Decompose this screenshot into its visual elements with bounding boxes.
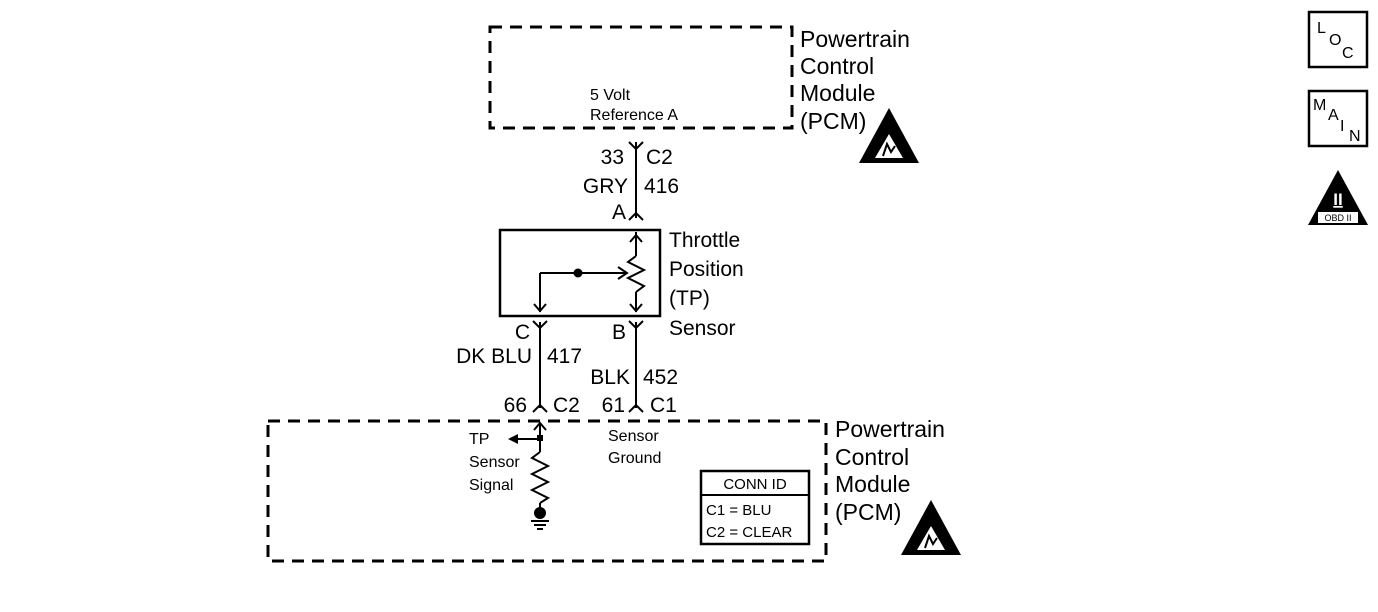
- pcm-bottom-ground-line-2: Ground: [608, 450, 661, 467]
- top-wire-circuit: 416: [644, 175, 679, 198]
- signal-wire-pcm-pin: 66: [504, 394, 527, 417]
- top-wire-pin: 33: [601, 146, 624, 169]
- ground-wire-sensor-pin: B: [612, 321, 626, 344]
- pcm-bottom-title-line-3: Module: [835, 471, 910, 497]
- obd-ii-icon[interactable]: II OBD II: [1308, 170, 1368, 225]
- pcm-top-signal-line-2: Reference A: [590, 107, 678, 124]
- pcm-top-title-line-1: Powertrain: [800, 26, 910, 52]
- esd-warning-icon: [859, 108, 919, 163]
- signal-wire-sensor-pin: C: [515, 321, 530, 344]
- pcm-top-title-line-4: (PCM): [800, 108, 866, 134]
- pcm-bottom-ground-line-1: Sensor: [608, 428, 659, 445]
- pcm-bottom-signal-line-1: TP: [469, 431, 489, 448]
- esd-warning-icon: [901, 500, 961, 555]
- pcm-bottom-title-line-1: Powertrain: [835, 416, 945, 442]
- ground-wire-circuit: 452: [643, 366, 678, 389]
- ground-wire-color: BLK: [590, 366, 630, 389]
- main-letter-a: A: [1328, 107, 1339, 124]
- main-letter-i: I: [1340, 118, 1344, 135]
- pcm-top-title-line-2: Control: [800, 53, 874, 79]
- tp-sensor-body: [498, 228, 662, 318]
- main-menu-icon[interactable]: M A I N: [1307, 89, 1369, 148]
- main-letter-n: N: [1349, 128, 1361, 145]
- pcm-bottom-signal-line-3: Signal: [469, 477, 513, 494]
- pcm-top-title-line-3: Module: [800, 80, 875, 106]
- location-view-icon[interactable]: L O C: [1307, 10, 1369, 69]
- conn-id-row-1: C1 = BLU: [706, 502, 771, 519]
- signal-wire-color: DK BLU: [456, 345, 532, 368]
- signal-wire-connector: C2: [553, 394, 580, 417]
- ground-wire-pcm-pin: 61: [602, 394, 625, 417]
- pull-down-resistor-circuit: [508, 421, 551, 530]
- tp-sensor-title-line-2: Position: [669, 258, 744, 281]
- conn-id-header: CONN ID: [723, 476, 787, 493]
- loc-letter-o: O: [1329, 32, 1341, 49]
- pcm-top-boundary: [488, 25, 794, 130]
- wire-416-gry: 33 C2 GRY 416 A: [583, 141, 679, 224]
- potentiometer-symbol: [533, 232, 647, 313]
- pcm-bottom-title-line-2: Control: [835, 444, 909, 470]
- ground-wire-connector: C1: [650, 394, 677, 417]
- obd-symbol: II: [1333, 190, 1342, 209]
- tp-sensor: Throttle Position (TP) Sensor: [498, 228, 744, 340]
- conn-id-row-2: C2 = CLEAR: [706, 524, 792, 541]
- tp-sensor-title-line-1: Throttle: [669, 229, 740, 252]
- top-wire-color: GRY: [583, 175, 628, 198]
- loc-letter-l: L: [1317, 20, 1326, 37]
- top-wire-sensor-pin: A: [612, 201, 626, 224]
- tp-sensor-title-line-4: Sensor: [669, 317, 736, 340]
- conn-id-table: CONN ID C1 = BLU C2 = CLEAR: [699, 469, 811, 546]
- obd-label: OBD II: [1324, 213, 1351, 223]
- pcm-top-module: 5 Volt Reference A Powertrain Control Mo…: [488, 25, 919, 163]
- pcm-bottom-module: TP Sensor Signal Sensor Ground CONN ID C…: [266, 416, 961, 563]
- pcm-bottom-signal-line-2: Sensor: [469, 454, 520, 471]
- pcm-bottom-title-line-4: (PCM): [835, 499, 901, 525]
- main-letter-m: M: [1313, 97, 1326, 114]
- wire-417-dk-blu: C DK BLU 417 66 C2: [456, 320, 582, 417]
- signal-wire-circuit: 417: [547, 345, 582, 368]
- tp-sensor-title-line-3: (TP): [669, 287, 710, 310]
- wire-452-blk: B BLK 452 61 C1: [590, 320, 678, 417]
- top-wire-connector: C2: [646, 146, 673, 169]
- pcm-bottom-boundary: [266, 419, 828, 563]
- pcm-top-signal-line-1: 5 Volt: [590, 87, 631, 104]
- loc-letter-c: C: [1342, 45, 1354, 62]
